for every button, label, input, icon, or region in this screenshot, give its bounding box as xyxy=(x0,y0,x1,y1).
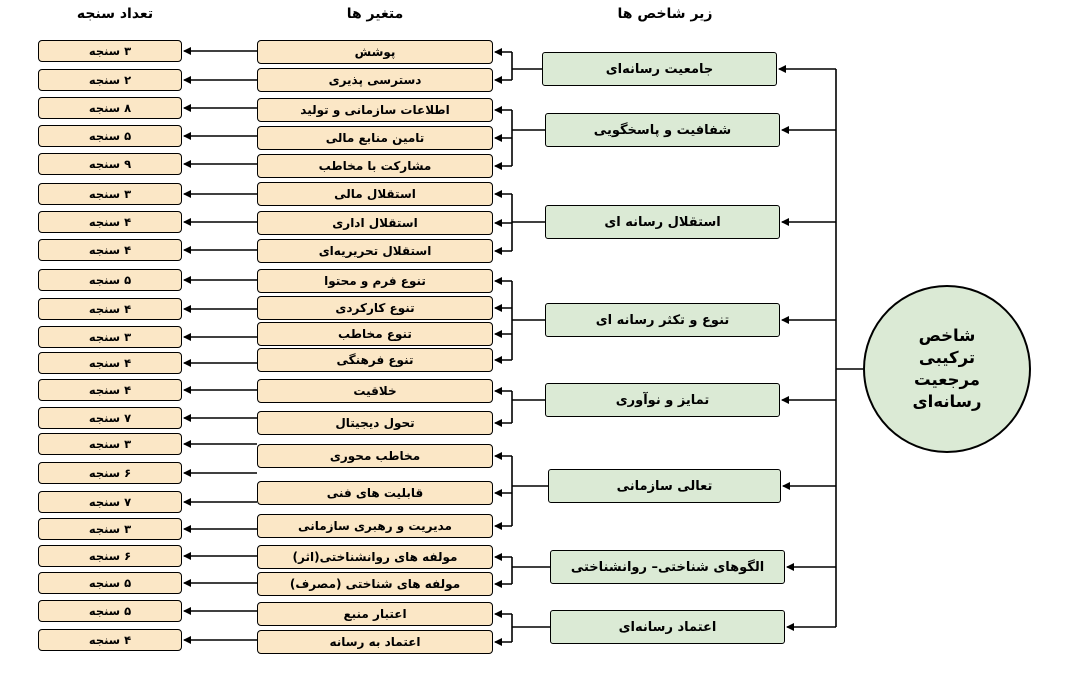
subindex-box: شفافیت و پاسخگویی xyxy=(545,113,780,147)
subindex-box: تنوع و تکثر رسانه ای xyxy=(545,303,780,337)
variable-box: تحول دیجیتال xyxy=(257,411,493,435)
count-box: ۳ سنجه xyxy=(38,40,182,62)
variable-box: تامین منابع مالی xyxy=(257,126,493,150)
count-box: ۵ سنجه xyxy=(38,269,182,291)
count-box: ۵ سنجه xyxy=(38,125,182,147)
count-box: ۳ سنجه xyxy=(38,433,182,455)
count-box: ۵ سنجه xyxy=(38,572,182,594)
count-box: ۳ سنجه xyxy=(38,326,182,348)
variable-box: تنوع فرم و محتوا xyxy=(257,269,493,293)
header-counts: تعداد سنجه xyxy=(76,6,154,22)
subindex-box: الگوهای شناختی– روانشناختی xyxy=(550,550,785,584)
variable-box: مولفه های شناختی (مصرف) xyxy=(257,572,493,596)
subindex-box: تمایز و نوآوری xyxy=(545,383,780,417)
count-box: ۶ سنجه xyxy=(38,545,182,567)
count-box: ۸ سنجه xyxy=(38,97,182,119)
header-subindices: زیر شاخص ها xyxy=(617,6,713,22)
count-box: ۵ سنجه xyxy=(38,600,182,622)
variable-box: خلاقیت xyxy=(257,379,493,403)
variable-box: تنوع مخاطب xyxy=(257,322,493,346)
variable-box: مشارکت با مخاطب xyxy=(257,154,493,178)
variable-box: دسترسی پذیری xyxy=(257,68,493,92)
count-box: ۴ سنجه xyxy=(38,352,182,374)
variable-box: استقلال تحریریه‌ای xyxy=(257,239,493,263)
count-box: ۶ سنجه xyxy=(38,462,182,484)
subindex-box: اعتماد رسانه‌ای xyxy=(550,610,785,644)
variable-box: تنوع کارکردی xyxy=(257,296,493,320)
count-box: ۴ سنجه xyxy=(38,379,182,401)
count-box: ۴ سنجه xyxy=(38,239,182,261)
composite-index-node: شاخص ترکیبی مرجعیت رسانه‌ای xyxy=(863,285,1031,453)
variable-box: مخاطب محوری xyxy=(257,444,493,468)
variable-box: مدیریت و رهبری سازمانی xyxy=(257,514,493,538)
variable-box: استقلال اداری xyxy=(257,211,493,235)
header-variables: متغیر ها xyxy=(346,6,404,22)
variable-box: استقلال مالی xyxy=(257,182,493,206)
subindex-box: جامعیت رسانه‌ای xyxy=(542,52,777,86)
variable-box: قابلیت های فنی xyxy=(257,481,493,505)
count-box: ۴ سنجه xyxy=(38,629,182,651)
count-box: ۷ سنجه xyxy=(38,407,182,429)
count-box: ۴ سنجه xyxy=(38,211,182,233)
variable-box: اطلاعات سازمانی و تولید xyxy=(257,98,493,122)
subindex-box: استقلال رسانه ای xyxy=(545,205,780,239)
count-box: ۲ سنجه xyxy=(38,69,182,91)
count-box: ۳ سنجه xyxy=(38,183,182,205)
variable-box: تنوع فرهنگی xyxy=(257,348,493,372)
count-box: ۷ سنجه xyxy=(38,491,182,513)
count-box: ۹ سنجه xyxy=(38,153,182,175)
variable-box: اعتبار منبع xyxy=(257,602,493,626)
subindex-box: تعالی سازمانی xyxy=(548,469,781,503)
count-box: ۴ سنجه xyxy=(38,298,182,320)
variable-box: پوشش xyxy=(257,40,493,64)
variable-box: اعتماد به رسانه xyxy=(257,630,493,654)
count-box: ۳ سنجه xyxy=(38,518,182,540)
variable-box: مولفه های روانشناختی(اثر) xyxy=(257,545,493,569)
